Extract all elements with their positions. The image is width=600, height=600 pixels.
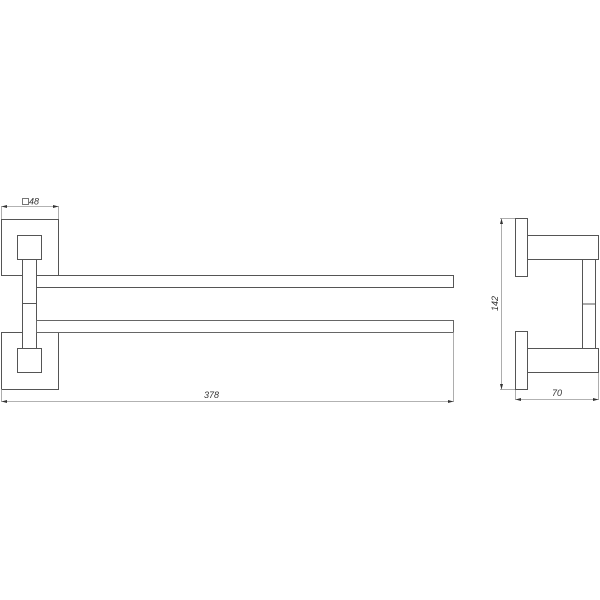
side-view <box>515 218 599 390</box>
height-label: 142 <box>490 296 500 311</box>
side-bottom-plate <box>515 331 528 390</box>
front-dimensions <box>1 206 454 402</box>
bottom-inner-square <box>17 348 42 373</box>
side-dimensions <box>500 218 599 400</box>
side-top-plate <box>515 218 528 277</box>
lower-towel-bar <box>36 320 454 333</box>
plate-size-label: 48 <box>29 197 39 207</box>
side-top-arm <box>527 235 599 260</box>
top-inner-square <box>17 235 42 260</box>
top-towel-bar <box>36 275 454 288</box>
depth-label: 70 <box>552 388 562 398</box>
front-dimension-arrows <box>1 205 454 403</box>
front-view <box>1 219 454 390</box>
side-dimension-arrows <box>500 218 599 401</box>
overall-length-label: 378 <box>204 390 219 400</box>
side-bottom-arm <box>527 348 599 373</box>
square-symbol-icon <box>22 198 29 205</box>
